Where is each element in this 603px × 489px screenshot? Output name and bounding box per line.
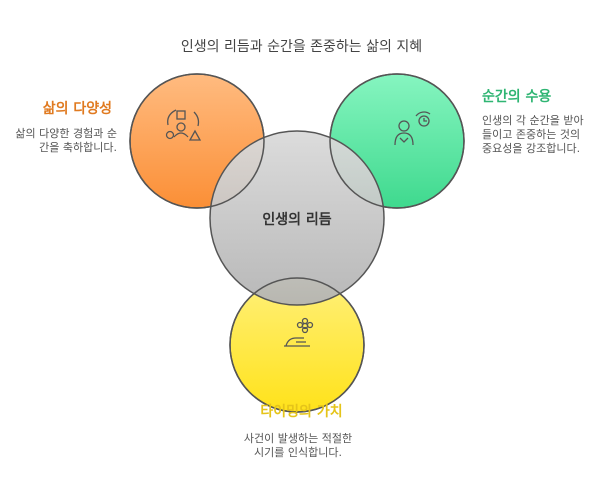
flower-hand-icon	[284, 317, 314, 347]
diversity-heading: 삶의 다양성	[42, 101, 112, 117]
acceptance-desc: 인생의 각 순간을 받아들이고 존중하는 것의 중요성을 강조합니다.	[482, 114, 584, 155]
acceptance-heading: 순간의 수용	[482, 89, 552, 105]
person-clock-icon	[394, 111, 431, 146]
timing-desc: 사건이 발생하는 적절한 시기를 인식합니다.	[243, 432, 353, 459]
timing-heading: 타이밍의 가치	[260, 404, 343, 420]
center-label: 인생의 리듬	[262, 212, 332, 228]
diagram-title: 인생의 리듬과 순간을 존중하는 삶의 지혜	[180, 39, 423, 55]
circle-center	[209, 130, 385, 306]
diversity-desc: 삶의 다양한 경험과 순간을 축하합니다.	[15, 127, 117, 154]
shapes-icon	[165, 109, 202, 141]
